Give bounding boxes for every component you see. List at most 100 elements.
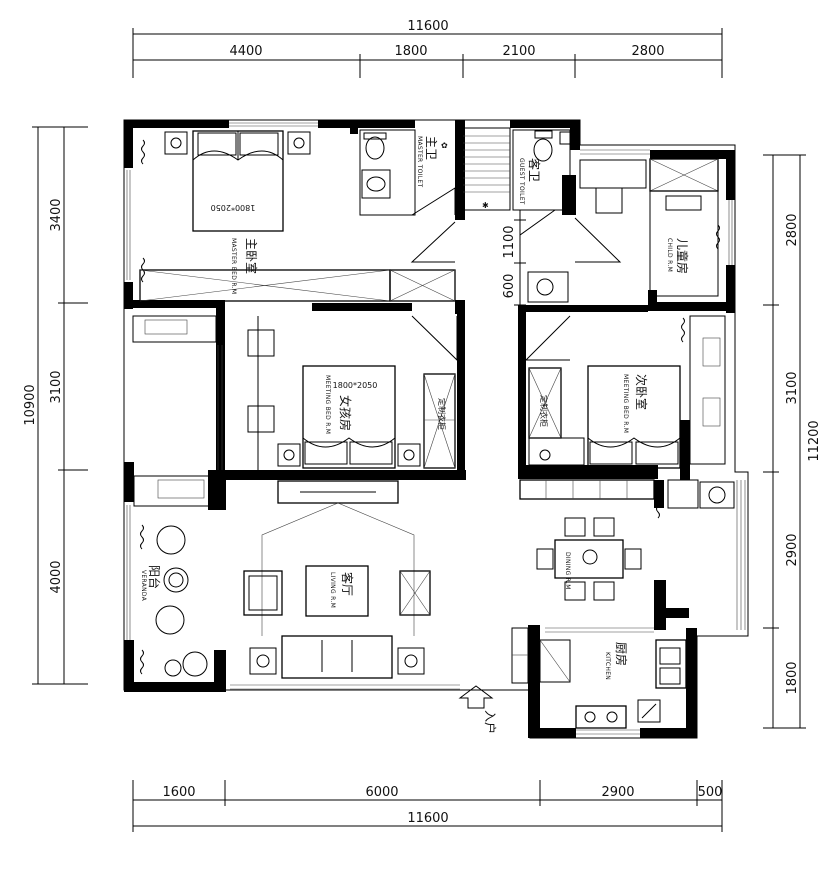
bottom-dim-2: 6000 — [365, 785, 398, 800]
kitchen-stove — [575, 705, 627, 729]
girl-room-chair-2 — [247, 405, 275, 433]
girl-room: 1800*2050 女孩房 MEETING BED R.M 定制衣柜 — [132, 315, 456, 470]
kitchen-sink — [655, 639, 687, 689]
living-room: 客厅 LIVING R.M — [243, 480, 431, 679]
guest-toilet-door — [519, 209, 556, 236]
dimension-labels: 11600 4400 1800 2100 2800 1600 6000 2900… — [23, 19, 822, 826]
girl-room-bed — [302, 365, 396, 469]
kitchen-appliance — [637, 699, 661, 723]
bottom-dim-1: 1600 — [162, 785, 195, 800]
bottom-dim-4: 500 — [698, 785, 723, 800]
plant-icon: ✿ — [441, 141, 448, 150]
curtain-second-2 — [681, 429, 685, 455]
dining-table — [554, 539, 624, 579]
entrance-label: 入户 — [483, 710, 498, 734]
master-door — [410, 221, 456, 263]
master-toilet-door — [411, 187, 456, 216]
kitchen: 厨房 KITCHEN — [511, 627, 687, 729]
sofa — [281, 635, 393, 679]
kitchen-en: KITCHEN — [604, 652, 611, 680]
master-toilet-en: MASTER TOILET — [416, 136, 423, 188]
curtain-dining-2 — [656, 591, 660, 611]
dining-room-en: DINING R.M — [564, 552, 571, 590]
child-chair — [595, 187, 623, 214]
armchair-left — [243, 570, 283, 616]
stairs: ✱ — [462, 127, 511, 211]
second-room-door — [524, 315, 571, 361]
living-room-name: 客厅 — [340, 572, 355, 596]
left-dim-3: 4000 — [49, 560, 64, 593]
girl-room-wardrobe — [423, 373, 456, 469]
right-total-dim: 11200 — [807, 420, 822, 461]
side-table-right — [397, 647, 425, 675]
curtain-dining — [656, 499, 660, 519]
left-dim-2: 3100 — [49, 370, 64, 403]
left-total-dim: 10900 — [23, 384, 38, 425]
second-bedroom: 定制衣柜 次卧室 MEETING BED R.M — [519, 315, 735, 509]
top-dim-2: 1800 — [394, 44, 427, 59]
girl-nightstand-left — [277, 443, 301, 467]
top-dim-4: 2800 — [631, 44, 664, 59]
second-nightstand — [539, 449, 551, 461]
girl-room-en: MEETING BED R.M — [324, 375, 331, 434]
guest-toilet: 客卫 GUEST TOILET — [512, 129, 571, 303]
girl-room-door — [411, 315, 458, 362]
right-dim-2: 3100 — [785, 371, 800, 404]
girl-bed-size: 1800*2050 — [333, 381, 378, 390]
curtain-second — [681, 317, 685, 343]
second-room-bay — [689, 315, 726, 465]
right-dim-1: 2800 — [785, 213, 800, 246]
master-toilet-name: 主卫 — [424, 136, 438, 160]
nightstand-right — [287, 131, 311, 155]
kitchen-fridge — [511, 627, 529, 684]
side-table-left — [249, 647, 277, 675]
entrance: 入户 — [458, 685, 498, 734]
guest-toilet-name: 客卫 — [527, 158, 542, 182]
entrance-arrow-icon — [458, 685, 494, 709]
right-dim-4: 1800 — [785, 661, 800, 694]
coffee-table — [305, 565, 369, 617]
master-bedroom-name: 主卧室 — [244, 238, 259, 274]
left-dim-1: 3400 — [49, 198, 64, 231]
living-room-en: LIVING R.M — [329, 572, 336, 608]
veranda-table — [163, 567, 189, 593]
dining-room: DINING R.M — [536, 517, 642, 601]
girl-room-chair-1 — [247, 329, 275, 357]
curtain-master-top — [141, 139, 145, 165]
guest-toilet-bowl — [533, 138, 553, 162]
curtain-veranda — [140, 524, 144, 550]
veranda-en: VERANDA — [140, 570, 147, 602]
master-basin — [361, 169, 391, 199]
balcony-basin — [699, 481, 735, 509]
veranda: 阳台 VERANDA — [133, 475, 213, 677]
curtain-veranda-2 — [140, 649, 144, 675]
guest-toilet-en: GUEST TOILET — [518, 158, 525, 205]
girl-wardrobe-label: 定制衣柜 — [437, 398, 447, 430]
windows — [126, 122, 746, 735]
kitchen-name: 厨房 — [614, 642, 629, 666]
master-toilet-bowl — [365, 136, 385, 160]
top-dim-1: 4400 — [229, 44, 262, 59]
master-bedroom: 1800*2050 主卧室 MASTER BED R.M — [139, 130, 456, 302]
plant-icon-stairs: ✱ — [482, 201, 489, 210]
second-room-bed — [587, 365, 681, 469]
top-dim-3: 2100 — [502, 44, 535, 59]
second-bedroom-en: MEETING BED R.M — [622, 374, 629, 433]
second-wardrobe-label: 定制衣柜 — [539, 395, 549, 427]
bottom-total-dim: 11600 — [407, 811, 448, 826]
corridor-doors — [410, 217, 622, 362]
second-bedroom-name: 次卧室 — [634, 374, 649, 410]
armchair-right — [399, 570, 431, 616]
dimension-lines — [32, 28, 806, 832]
top-total-dim: 11600 — [407, 19, 448, 34]
nightstand-left — [164, 131, 188, 155]
master-bedroom-en: MASTER BED R.M — [230, 238, 237, 294]
inner-dim-600: 600 — [502, 274, 517, 299]
bottom-dim-3: 2900 — [601, 785, 634, 800]
girl-room-name: 女孩房 — [338, 395, 353, 431]
inner-dim-1100: 1100 — [502, 225, 517, 258]
cabinet-strip — [519, 479, 655, 500]
master-bed-size: 1800*2050 — [211, 203, 256, 212]
child-room: 儿童房 CHILD R.M — [579, 158, 719, 297]
